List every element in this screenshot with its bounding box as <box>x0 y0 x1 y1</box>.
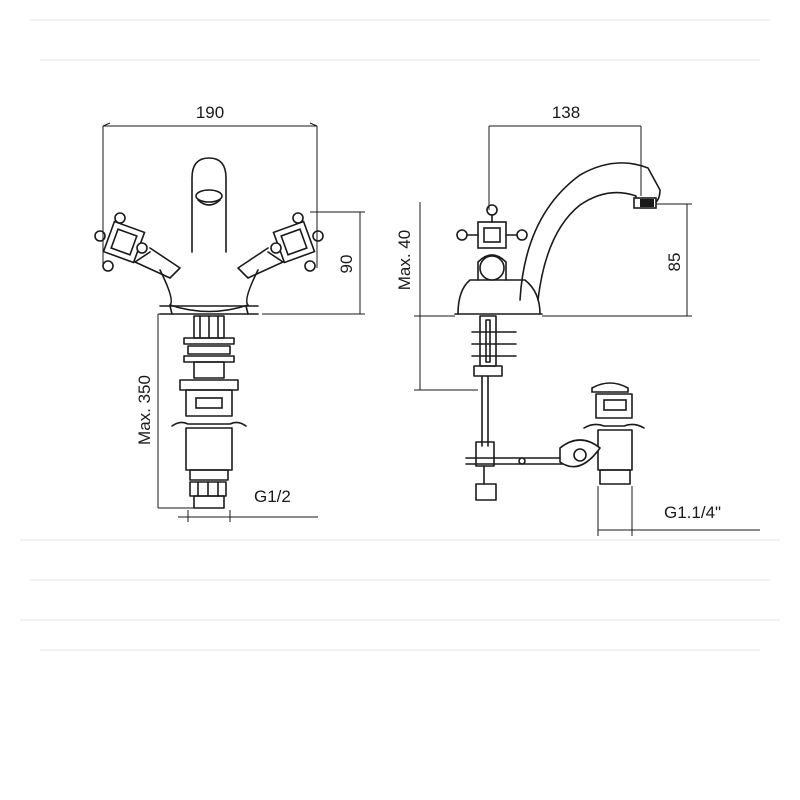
dim-max-350: Max. 350 <box>135 313 194 509</box>
side-spout <box>519 162 661 301</box>
dim-g114: G1.1/4" <box>597 486 760 536</box>
front-shank <box>171 315 247 509</box>
dim-max-40-label: Max. 40 <box>395 230 414 290</box>
front-right-handle <box>237 212 324 279</box>
front-left-handle <box>94 212 181 279</box>
side-base <box>454 204 543 315</box>
front-body <box>159 269 259 315</box>
background-texture <box>20 19 780 651</box>
dim-138: 138 <box>488 103 642 210</box>
side-shank <box>465 315 571 501</box>
dim-max-350-label: Max. 350 <box>135 375 154 445</box>
dim-g114-label: G1.1/4" <box>664 503 721 522</box>
front-view: 190 90 Max. 350 G1/2 <box>94 103 365 522</box>
dim-g12-label: G1/2 <box>254 487 291 506</box>
dim-max-40: Max. 40 <box>395 202 478 391</box>
side-waste <box>559 382 645 485</box>
dim-190: 190 <box>102 103 318 268</box>
dim-90-label: 90 <box>337 255 356 274</box>
dim-g12: G1/2 <box>178 487 318 522</box>
side-view: 138 85 Max. 40 G1.1/4" <box>395 103 760 536</box>
front-spout <box>191 157 227 253</box>
dim-90: 90 <box>262 211 365 315</box>
dim-138-label: 138 <box>552 103 580 122</box>
dim-85-label: 85 <box>665 253 684 272</box>
dim-85: 85 <box>542 203 692 317</box>
dim-190-label: 190 <box>196 103 224 122</box>
